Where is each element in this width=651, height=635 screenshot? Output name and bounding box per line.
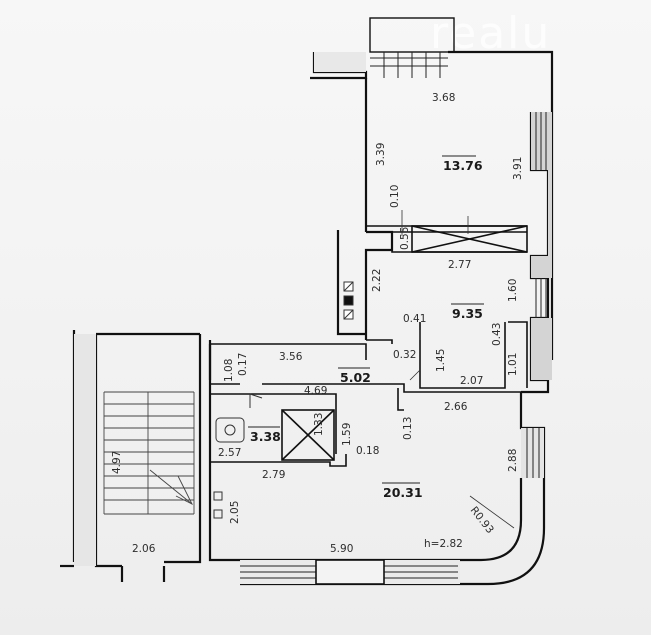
dim-mid-043: 0.43 — [491, 323, 503, 346]
dim-bath-159: 1.59 — [341, 423, 353, 446]
dim-hall-017: 0.17 — [237, 353, 249, 376]
dim-wall-055: 0.55 — [399, 227, 411, 250]
dim-hall-032: 0.32 — [393, 349, 416, 361]
dim-hall-108: 1.08 — [223, 359, 235, 382]
dim-top-width: 3.68 — [432, 92, 455, 104]
watermark-text: realu — [430, 8, 551, 59]
dim-main-radius: R0.93 — [468, 504, 496, 536]
dimension-lines — [401, 210, 515, 529]
dim-mid-041: 0.41 — [403, 313, 426, 325]
dim-main-288: 2.88 — [507, 449, 519, 472]
dim-mid-145: 1.45 — [435, 349, 447, 372]
dim-mid-101: 1.01 — [507, 353, 519, 376]
area-room-mid: 9.35 — [452, 306, 483, 321]
stair-treads — [103, 391, 195, 515]
dim-mid-207: 2.07 — [460, 375, 483, 387]
dim-bath-279: 2.79 — [262, 469, 285, 481]
dim-bath-013: 0.13 — [402, 417, 414, 440]
dim-hall-469: 4.69 — [304, 385, 327, 397]
fixtures — [213, 281, 354, 519]
area-hall: 5.02 — [340, 370, 371, 385]
dim-bath-257: 2.57 — [218, 447, 241, 459]
dim-hall-width: 3.56 — [279, 351, 303, 363]
dim-wall-010: 0.10 — [389, 185, 401, 208]
dim-bath-018: 0.18 — [356, 445, 379, 457]
dim-stair-206: 2.06 — [132, 543, 156, 555]
area-bath: 3.38 — [250, 429, 281, 444]
dim-main-266: 2.66 — [444, 401, 468, 413]
dim-main-205: 2.05 — [229, 501, 241, 524]
dim-height: h=2.82 — [424, 538, 463, 550]
dim-bath-133: 1.33 — [313, 413, 325, 436]
dim-mid-right: 1.60 — [507, 279, 519, 302]
dim-mid-width: 2.77 — [448, 259, 471, 271]
area-room-top: 13.76 — [443, 158, 483, 173]
dim-top-right: 3.91 — [512, 157, 524, 180]
dim-main-590: 5.90 — [330, 543, 353, 555]
interior-walls — [209, 225, 528, 520]
dim-mid-left: 2.22 — [371, 269, 383, 292]
dim-stair-497: 4.97 — [111, 451, 123, 474]
windows — [240, 17, 547, 585]
area-main: 20.31 — [383, 485, 423, 500]
dim-top-left: 3.39 — [375, 143, 387, 166]
